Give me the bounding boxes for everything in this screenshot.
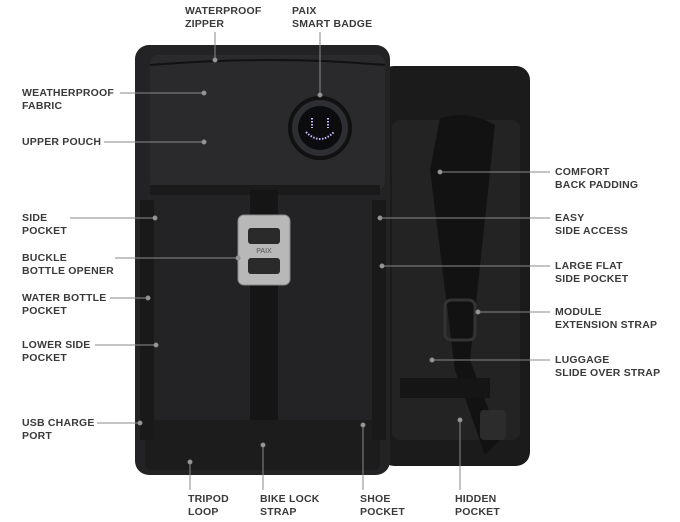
smiley-icon <box>305 118 335 140</box>
label-upper-pouch: UPPER POUCH <box>22 136 102 148</box>
backpack-front-view: PAIX <box>135 45 390 475</box>
leader-lines <box>70 32 550 490</box>
buckle-brand-text: PAIX <box>256 248 272 255</box>
